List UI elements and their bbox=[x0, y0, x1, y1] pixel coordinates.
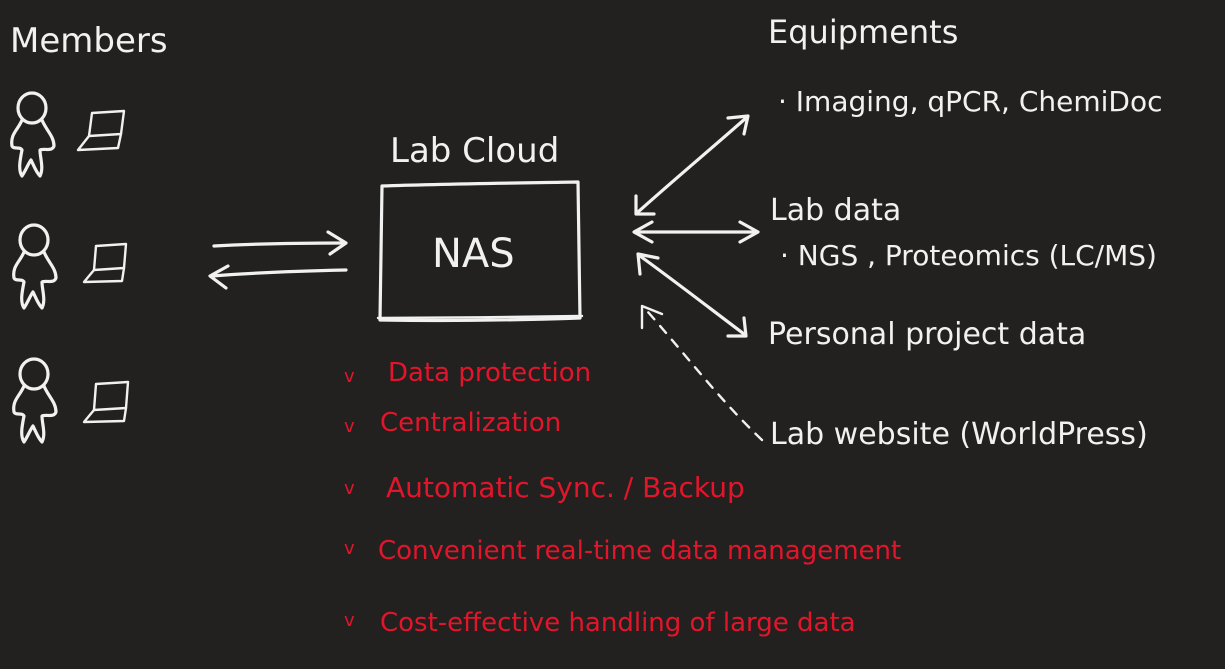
laptop-icon bbox=[76, 109, 126, 152]
nas-label: NAS bbox=[432, 231, 515, 277]
benefit-label: Automatic Sync. / Backup bbox=[386, 471, 745, 504]
check-mark: v bbox=[344, 416, 355, 437]
lab-website: Lab website (WorldPress) bbox=[770, 417, 1148, 452]
nas-box bbox=[376, 180, 584, 322]
benefit-label: Cost-effective handling of large data bbox=[380, 608, 856, 638]
members-nas-arrows bbox=[208, 230, 348, 290]
check-mark: v bbox=[344, 366, 355, 387]
check-mark: v bbox=[344, 478, 355, 499]
benefit-label: Convenient real-time data management bbox=[378, 536, 902, 566]
person-icon bbox=[10, 91, 56, 178]
equipments-heading: Equipments bbox=[768, 13, 959, 51]
lab-cloud-label: Lab Cloud bbox=[390, 131, 560, 171]
arrow-personal-data bbox=[636, 252, 748, 338]
members-heading: Members bbox=[10, 21, 168, 61]
check-mark: v bbox=[344, 610, 355, 631]
laptop-icon bbox=[82, 380, 130, 424]
lab-data-items: · NGS , Proteomics (LC/MS) bbox=[780, 239, 1157, 272]
arrow-website-dashed bbox=[640, 304, 764, 442]
arrow-equipments bbox=[634, 114, 750, 216]
benefit-label: Centralization bbox=[380, 408, 562, 438]
lab-data-heading: Lab data bbox=[770, 193, 902, 228]
arrow-lab-data bbox=[632, 220, 760, 244]
member-1 bbox=[10, 91, 126, 178]
person-icon bbox=[12, 223, 58, 310]
member-2 bbox=[12, 223, 128, 310]
personal-project-data: Personal project data bbox=[768, 317, 1087, 352]
equipments-items: · Imaging, qPCR, ChemiDoc bbox=[778, 85, 1163, 118]
benefit-label: Data protection bbox=[388, 358, 592, 388]
person-icon bbox=[12, 357, 58, 444]
check-mark: v bbox=[344, 538, 355, 559]
laptop-icon bbox=[82, 242, 128, 284]
member-3 bbox=[12, 357, 130, 444]
